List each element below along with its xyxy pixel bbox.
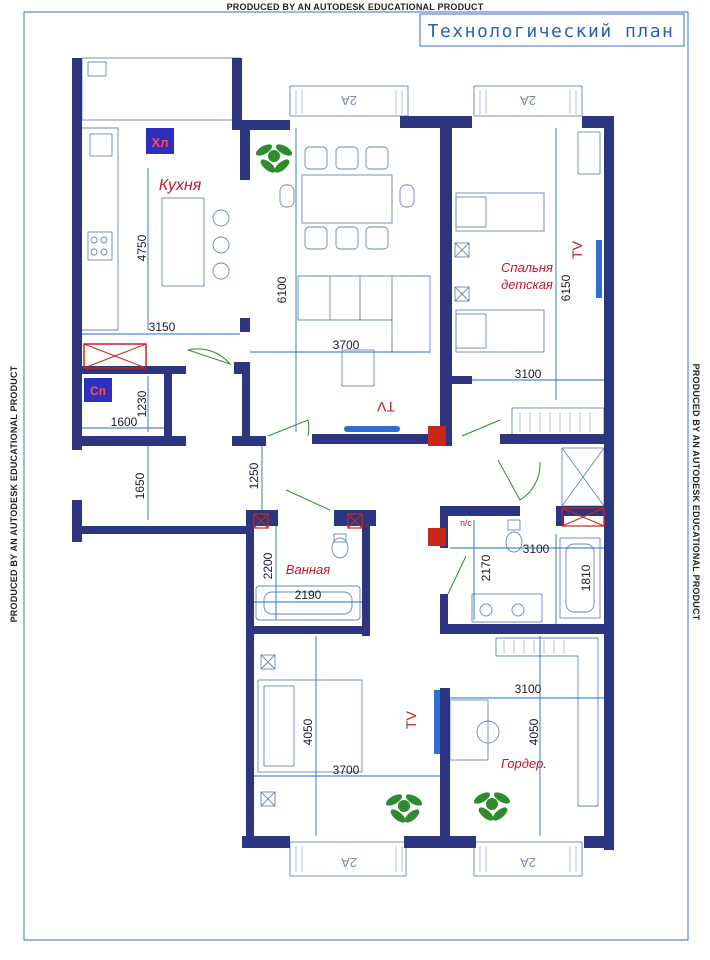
window-mark: 2А [341, 855, 357, 870]
window-hatching [295, 90, 591, 872]
wc-label: п/с [460, 518, 472, 528]
dim-living-width: 3700 [333, 338, 360, 352]
plant-icon [385, 794, 423, 823]
window-mark: 2А [520, 855, 536, 870]
red-shafts [83, 343, 605, 546]
dim-hall-center: 1250 [247, 462, 261, 489]
dim-wc-width: 3100 [523, 542, 550, 556]
dim-hall-left: 1650 [133, 472, 147, 499]
room-wardrobe: Гордер. [501, 756, 547, 771]
dim-bedroom-width: 3100 [515, 367, 542, 381]
dimension-lines [82, 128, 606, 836]
walls [72, 58, 614, 850]
dim-room-br-width: 3100 [515, 682, 542, 696]
window-mark: 2А [520, 93, 536, 108]
plant-icon [255, 144, 293, 173]
fridge-badge [146, 128, 174, 154]
dim-bath-height: 2200 [261, 552, 275, 579]
dim-pantry-width: 1600 [111, 415, 138, 429]
dim-shower-height: 1810 [579, 564, 593, 591]
room-kitchen: Кухня [159, 177, 202, 194]
plan-title: Технологический план [428, 21, 675, 42]
dim-room-bl-height: 4050 [301, 718, 315, 745]
room-bedroom-line1: Спальня [501, 260, 553, 275]
tv-unit-bedroom [596, 240, 602, 298]
dim-kitchen-width: 3150 [149, 320, 176, 334]
plant-icon [473, 792, 511, 821]
door-swings [187, 348, 541, 595]
heater-label: Сп [90, 384, 106, 398]
room-bathroom: Ванная [286, 562, 330, 577]
dim-wc-height: 2170 [479, 554, 493, 581]
dim-kitchen-height: 4750 [135, 234, 149, 261]
fridge-label: Хл [152, 135, 169, 150]
dim-bedroom-height: 6150 [559, 274, 573, 301]
tv-label-living: TV [376, 399, 395, 415]
heater-badge [84, 378, 112, 402]
tv-label-bottom: TV [403, 710, 419, 729]
dim-pantry-height: 1230 [135, 390, 149, 417]
dim-living-height: 6100 [275, 276, 289, 303]
dim-room-br-height: 4050 [527, 718, 541, 745]
tv-unit-bottom [434, 690, 440, 754]
room-bedroom-line2: детская [501, 277, 553, 292]
window-mark: 2А [341, 93, 357, 108]
drawing-frame [23, 11, 689, 941]
tv-unit-living [344, 426, 400, 432]
dim-room-bl-width: 3700 [333, 763, 360, 777]
watermark-top: PRODUCED BY AN AUTODESK EDUCATIONAL PROD… [226, 2, 484, 12]
tv-label-bedroom: TV [569, 240, 585, 259]
title-box [419, 13, 685, 47]
dim-bath-width: 2190 [295, 588, 322, 602]
